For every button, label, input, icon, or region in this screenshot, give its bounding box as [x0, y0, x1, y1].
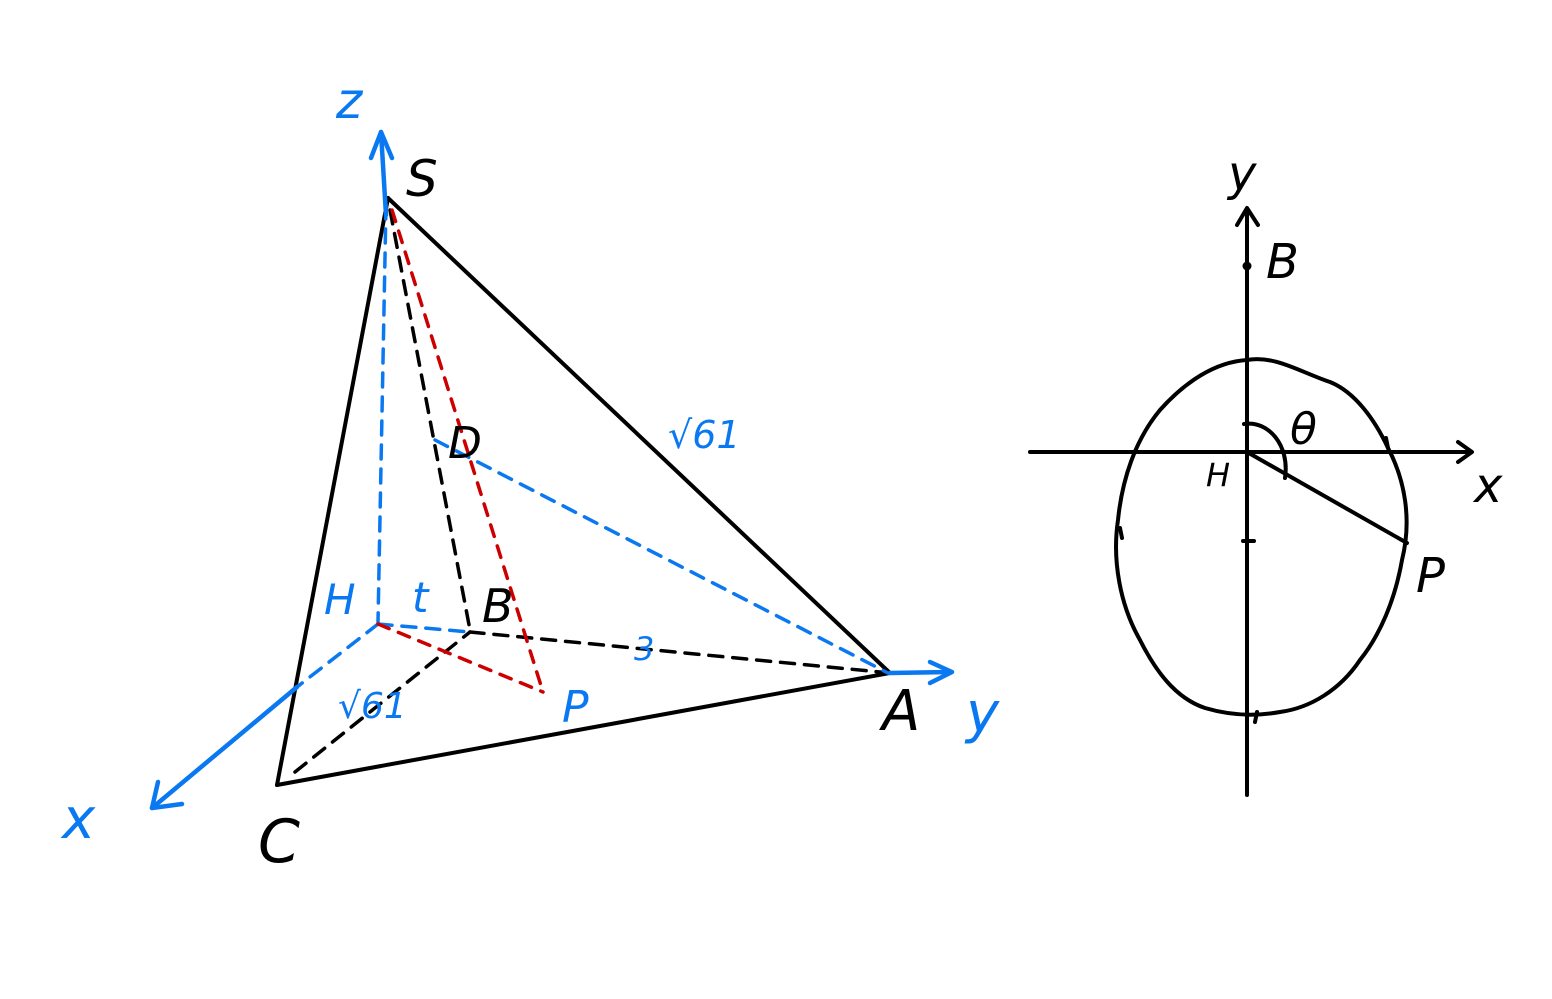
- pyramid-figure: z y x H t √61 √61 3 P S D B A C: [60, 72, 1000, 877]
- label-A: A: [879, 679, 920, 744]
- right-y-arrow-icon: [1235, 206, 1260, 227]
- label-H: H: [324, 575, 356, 624]
- x-axis-hidden: [295, 622, 380, 689]
- z-axis: [368, 129, 395, 218]
- x-axis-label: x: [60, 787, 96, 852]
- segment-SP: [390, 208, 545, 694]
- right-y-axis-label: y: [1226, 146, 1257, 202]
- edge-SB: [388, 208, 472, 632]
- circle-figure: y x B H P θ: [1028, 146, 1503, 797]
- z-arrow-icon: [368, 129, 395, 161]
- label-sqrt61-SA: √61: [668, 413, 741, 457]
- angle-arc-theta: [1242, 421, 1288, 480]
- label-t: t: [412, 573, 430, 622]
- segment-DA: [433, 438, 890, 675]
- right-label-P: P: [1416, 548, 1445, 604]
- segment-HP: [376, 622, 545, 694]
- edge-SA: [386, 196, 892, 675]
- segment-HP-right: [1245, 450, 1409, 545]
- circle: [1114, 357, 1409, 717]
- x-axis: [149, 684, 300, 811]
- right-label-B: B: [1266, 234, 1299, 290]
- y-axis-label: y: [964, 681, 1000, 746]
- x-arrow-icon: [149, 779, 185, 811]
- label-B: B: [482, 579, 514, 633]
- label-S: S: [406, 150, 438, 208]
- label-D: D: [448, 418, 482, 469]
- y-axis: [887, 659, 955, 686]
- segment-HB: [376, 622, 472, 634]
- label-P: P: [562, 682, 589, 733]
- tick-right: [1384, 436, 1390, 450]
- height-SH: [376, 203, 388, 624]
- label-sqrt61-HC: √61: [338, 686, 407, 727]
- label-C: C: [258, 807, 300, 877]
- right-label-H: H: [1206, 456, 1230, 494]
- tick-bottom: [1253, 710, 1259, 724]
- tick-left: [1118, 526, 1124, 540]
- edge-BA: [468, 630, 892, 675]
- right-x-axis-label: x: [1472, 458, 1503, 514]
- label-3: 3: [634, 630, 654, 668]
- edge-CB: [293, 630, 472, 774]
- z-axis-label: z: [335, 72, 364, 130]
- y-arrow-icon: [927, 659, 955, 686]
- right-label-theta: θ: [1290, 404, 1317, 455]
- edge-CA: [275, 671, 892, 787]
- right-x-arrow-icon: [1456, 440, 1474, 464]
- point-B-dot: [1242, 261, 1252, 271]
